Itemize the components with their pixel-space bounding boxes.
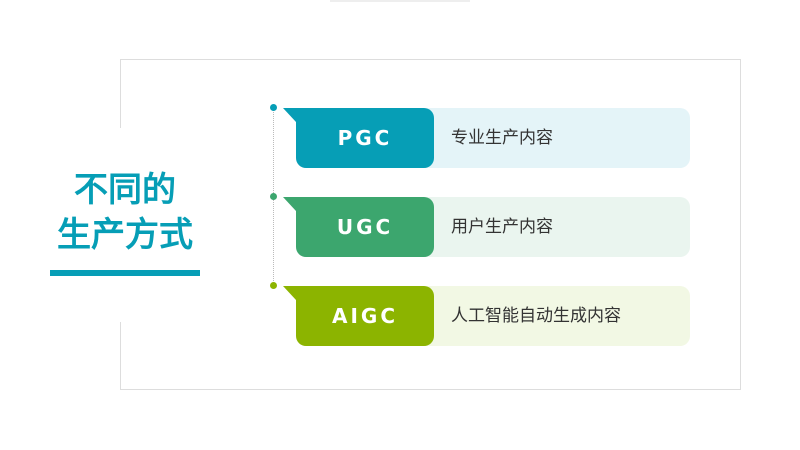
- item-description: 人工智能自动生成内容: [451, 306, 621, 326]
- item-ugc: UGC 用户生产内容: [283, 197, 690, 257]
- item-label: UGC: [296, 197, 434, 257]
- description-box: [423, 108, 690, 168]
- item-aigc: AIGC 人工智能自动生成内容: [283, 286, 690, 346]
- item-label: PGC: [296, 108, 434, 168]
- item-description: 专业生产内容: [451, 128, 553, 148]
- title-line-1: 不同的: [74, 170, 176, 210]
- slide-title: 不同的 生产方式: [40, 168, 210, 258]
- description-box: [423, 197, 690, 257]
- flag-tail: [283, 286, 296, 300]
- frame-border: [120, 389, 740, 390]
- item-label: AIGC: [296, 286, 434, 346]
- timeline-dot: [270, 282, 277, 289]
- top-bar-decoration: [330, 0, 470, 2]
- description-box: [423, 286, 690, 346]
- item-pgc: PGC 专业生产内容: [283, 108, 690, 168]
- flag-tail: [283, 108, 296, 122]
- frame-border: [120, 59, 740, 60]
- frame-border: [740, 59, 741, 390]
- title-underline: [50, 270, 200, 276]
- item-description: 用户生产内容: [451, 217, 553, 237]
- title-line-2: 生产方式: [57, 215, 193, 255]
- frame-border: [120, 59, 121, 128]
- timeline-dot: [270, 104, 277, 111]
- flag-tail: [283, 197, 296, 211]
- timeline-dot: [270, 193, 277, 200]
- frame-border: [120, 322, 121, 390]
